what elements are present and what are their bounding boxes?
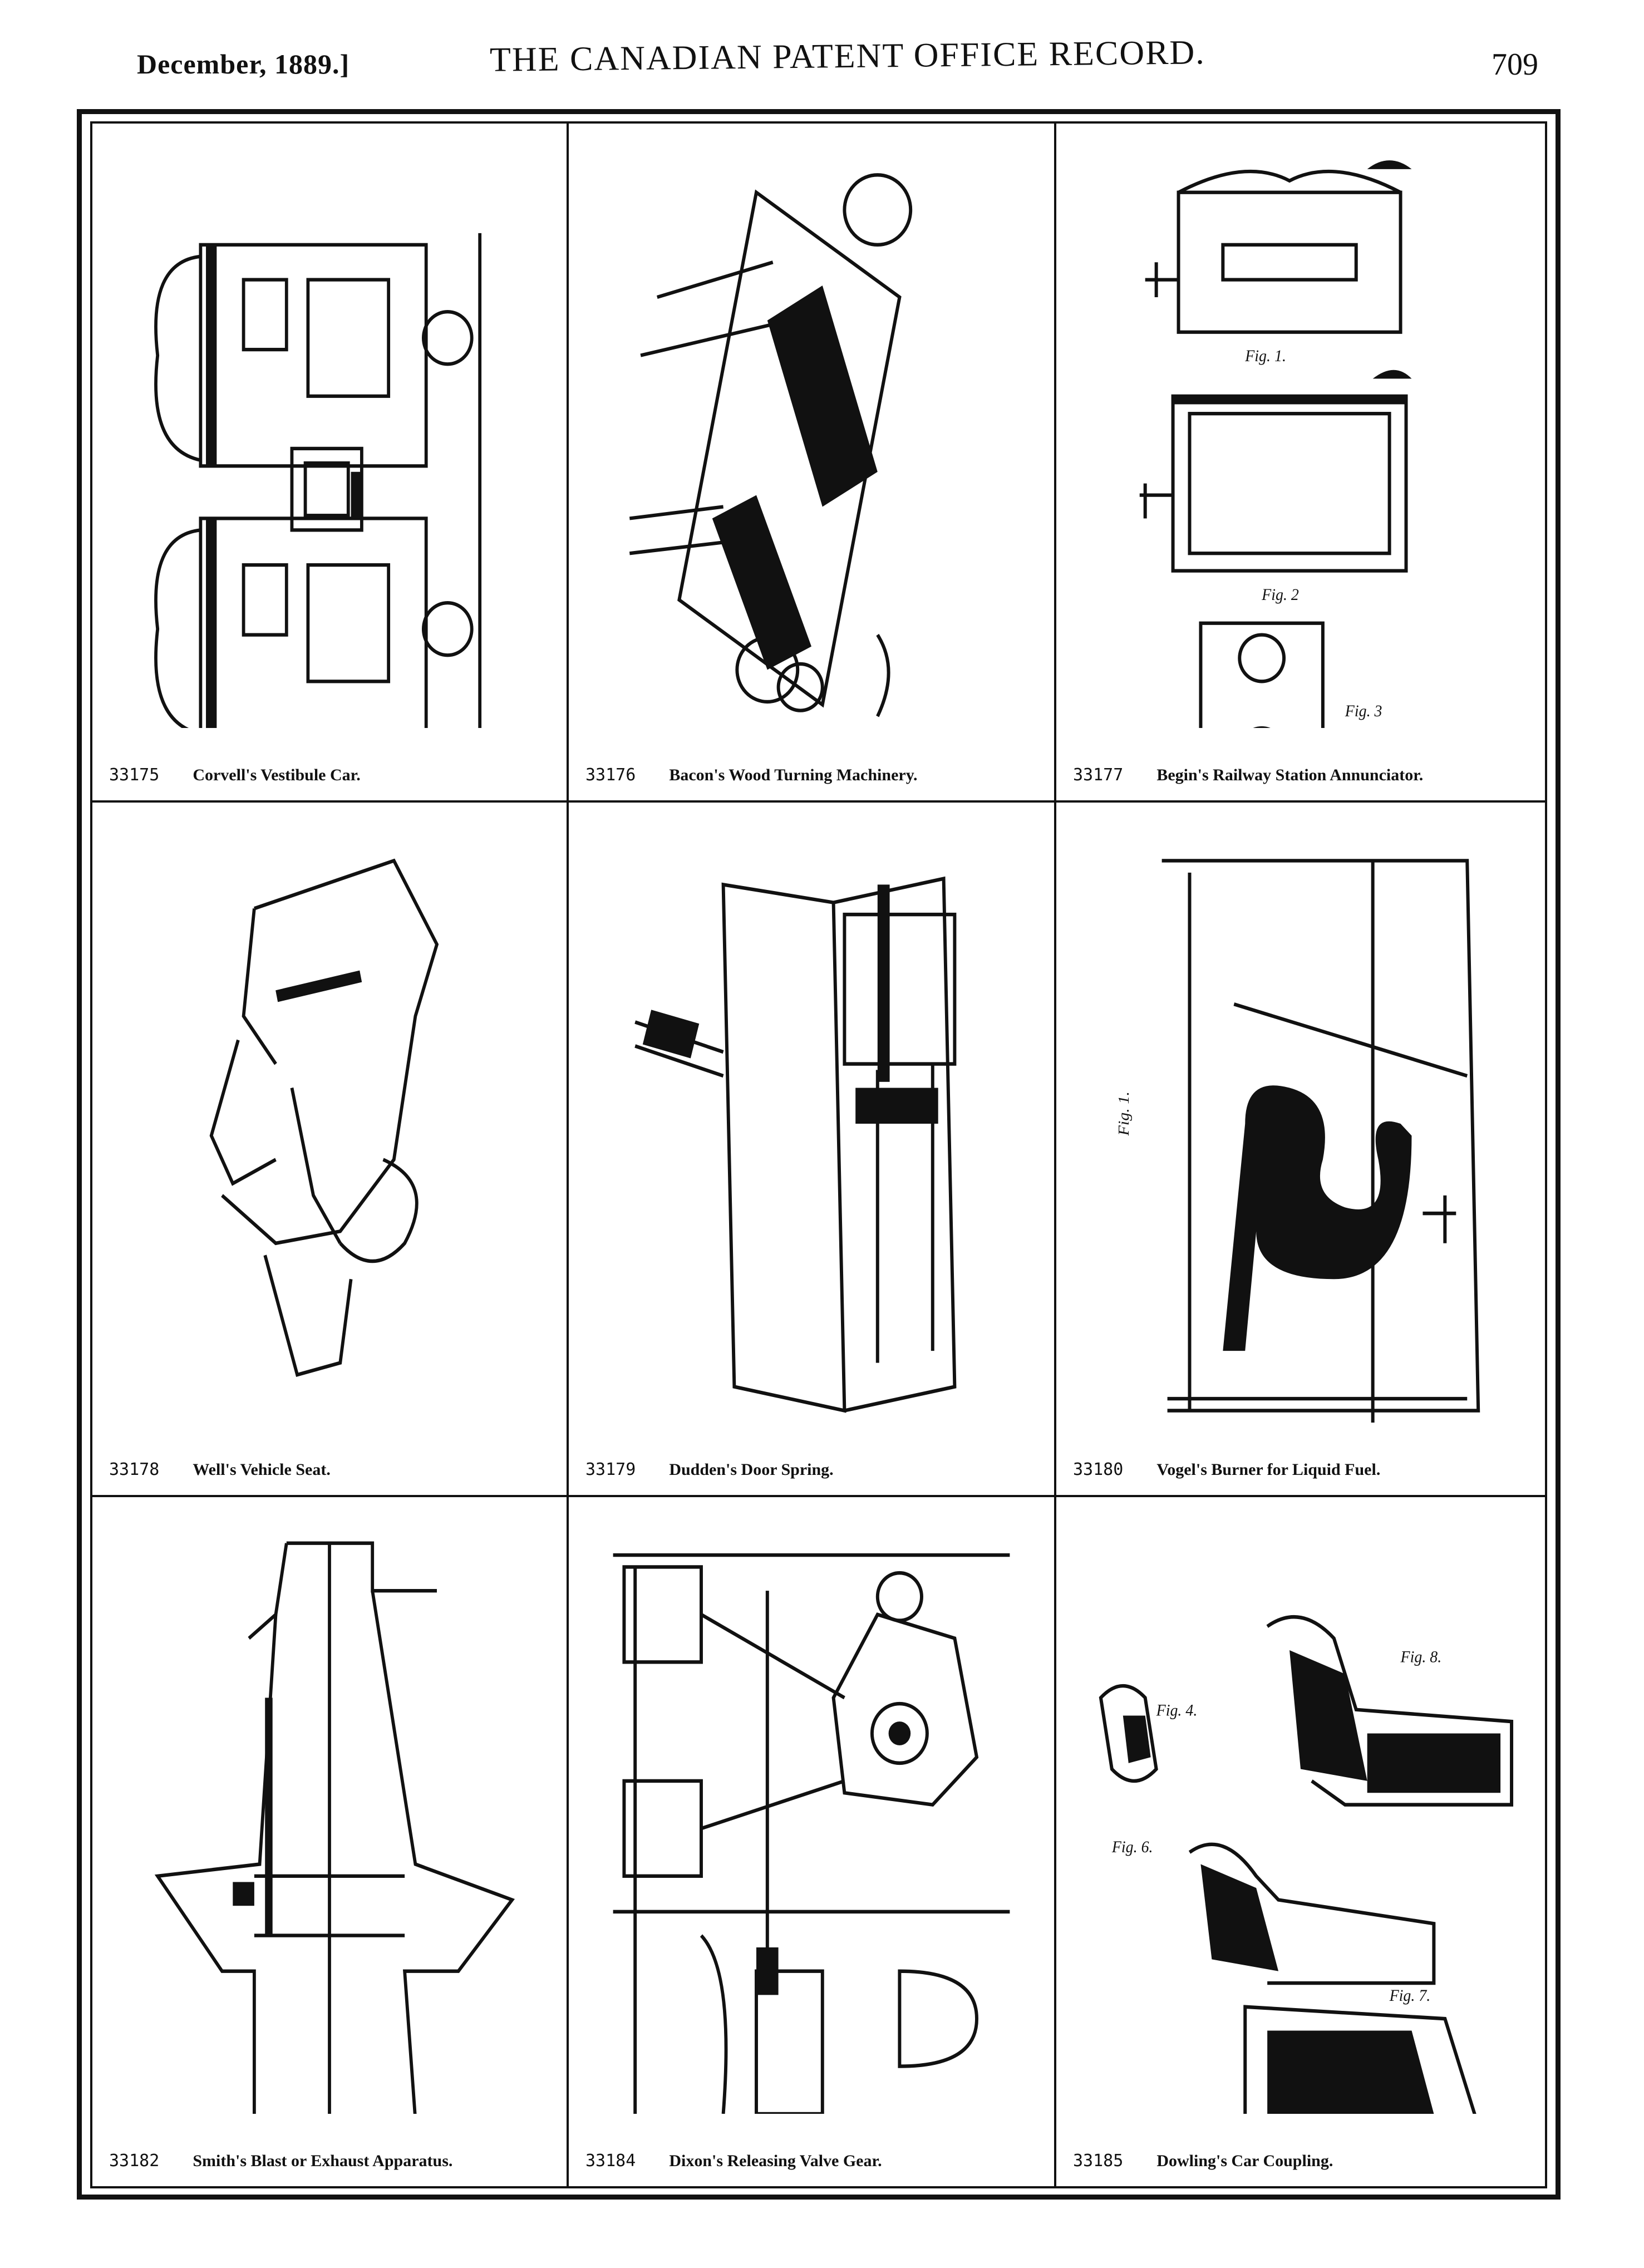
patent-number: 33179 [585, 1460, 636, 1479]
fig-1-label: Fig. 1. [1244, 347, 1286, 365]
patent-cell-burner: Fig. 1. 33180 Vogel's Burner for Liquid … [1056, 803, 1545, 1497]
patent-caption: 33182 Smith's Blast or Exhaust Apparatus… [109, 2151, 555, 2171]
wood-turning-drawing [591, 146, 1032, 728]
patent-title: Dowling's Car Coupling. [1156, 2152, 1333, 2170]
patent-cell-car-coupling: Fig. 8. Fig. 4. Fig. 6. Fig. 7. 33185 Do… [1056, 1497, 1545, 2186]
patent-cell-blast-apparatus: 33182 Smith's Blast or Exhaust Apparatus… [92, 1497, 569, 2186]
patent-caption: 33175 Corvell's Vestibule Car. [109, 765, 555, 785]
patent-caption: 33184 Dixon's Releasing Valve Gear. [585, 2151, 1043, 2171]
patent-title: Begin's Railway Station Annunciator. [1156, 766, 1424, 784]
blast-apparatus-drawing [115, 1519, 544, 2122]
header-date: December, 1889.] [137, 48, 350, 80]
valve-gear-drawing [591, 1519, 1032, 2116]
patent-caption: 33178 Well's Vehicle Seat. [109, 1460, 555, 1479]
inner-border [90, 121, 1547, 2188]
patent-caption: 33180 Vogel's Burner for Liquid Fuel. [1073, 1460, 1534, 1479]
patent-cell-vestibule-car: 33175 Corvell's Vestibule Car. [92, 124, 569, 803]
journal-title: THE CANADIAN PATENT OFFICE RECORD. [489, 33, 1206, 79]
fig-2-label: Fig. 2 [1261, 586, 1299, 604]
patent-title: Bacon's Wood Turning Machinery. [669, 766, 918, 784]
outer-border [77, 109, 1561, 2200]
fig-4-label: Fig. 4. [1156, 1701, 1198, 1720]
patent-caption: 33176 Bacon's Wood Turning Machinery. [585, 765, 1043, 785]
burner-drawing: Fig. 1. [1079, 825, 1523, 1447]
fig-8-label: Fig. 8. [1400, 1647, 1442, 1666]
patent-title: Dudden's Door Spring. [669, 1460, 834, 1479]
patent-cell-wood-turning: 33176 Bacon's Wood Turning Machinery. [569, 124, 1056, 803]
patent-number: 33175 [109, 765, 160, 785]
door-spring-drawing [591, 825, 1032, 1423]
fig-6-label: Fig. 6. [1111, 1838, 1153, 1856]
patent-title: Dixon's Releasing Valve Gear. [669, 2152, 882, 2170]
burner-fig-label: Fig. 1. [1115, 1091, 1133, 1136]
car-coupling-drawing: Fig. 8. Fig. 4. Fig. 6. Fig. 7. [1079, 1519, 1523, 2128]
page-number: 709 [1492, 47, 1538, 82]
patent-grid: 33175 Corvell's Vestibule Car. [92, 124, 1545, 2186]
fig-7-label: Fig. 7. [1389, 1986, 1431, 2005]
annunciator-drawing: Fig. 1. Fig. 2 Fig. 3 [1079, 146, 1523, 788]
patent-number: 33176 [585, 765, 636, 785]
patent-cell-annunciator: Fig. 1. Fig. 2 Fig. 3 33177 Begin's Rail… [1056, 124, 1545, 803]
patent-title: Smith's Blast or Exhaust Apparatus. [193, 2152, 453, 2170]
vestibule-car-drawing [115, 146, 544, 746]
patent-cell-door-spring: 33179 Dudden's Door Spring. [569, 803, 1056, 1497]
vehicle-seat-drawing [115, 825, 544, 1423]
patent-number: 33178 [109, 1460, 160, 1479]
patent-caption: 33185 Dowling's Car Coupling. [1073, 2151, 1534, 2171]
patent-caption: 33179 Dudden's Door Spring. [585, 1460, 1043, 1479]
patent-cell-vehicle-seat: 33178 Well's Vehicle Seat. [92, 803, 569, 1497]
patent-title: Vogel's Burner for Liquid Fuel. [1156, 1460, 1381, 1479]
patent-number: 33185 [1073, 2151, 1124, 2171]
fig-3-label: Fig. 3 [1345, 703, 1382, 721]
patent-number: 33177 [1073, 765, 1124, 785]
patent-cell-valve-gear: 33184 Dixon's Releasing Valve Gear. [569, 1497, 1056, 2186]
patent-number: 33182 [109, 2151, 160, 2171]
patent-title: Corvell's Vestibule Car. [193, 766, 361, 784]
patent-title: Well's Vehicle Seat. [193, 1460, 331, 1479]
patent-number: 33184 [585, 2151, 636, 2171]
patent-caption: 33177 Begin's Railway Station Annunciato… [1073, 765, 1534, 785]
patent-number: 33180 [1073, 1460, 1124, 1479]
